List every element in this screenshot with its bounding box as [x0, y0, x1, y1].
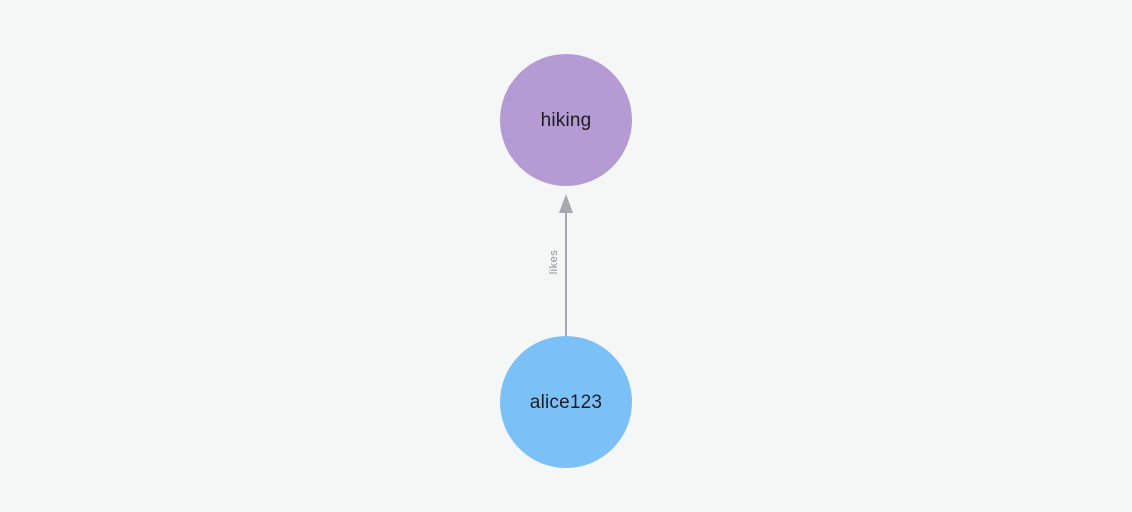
edge-label-likes: likes: [548, 249, 560, 275]
node-hiking-label: hiking: [540, 109, 592, 131]
edge-likes[interactable]: likes: [536, 194, 596, 336]
arrowhead-up-icon: [559, 194, 573, 213]
edge-line: [565, 210, 567, 336]
node-alice123[interactable]: alice123: [500, 336, 632, 468]
node-alice123-label: alice123: [529, 391, 603, 413]
node-hiking[interactable]: hiking: [500, 54, 632, 186]
